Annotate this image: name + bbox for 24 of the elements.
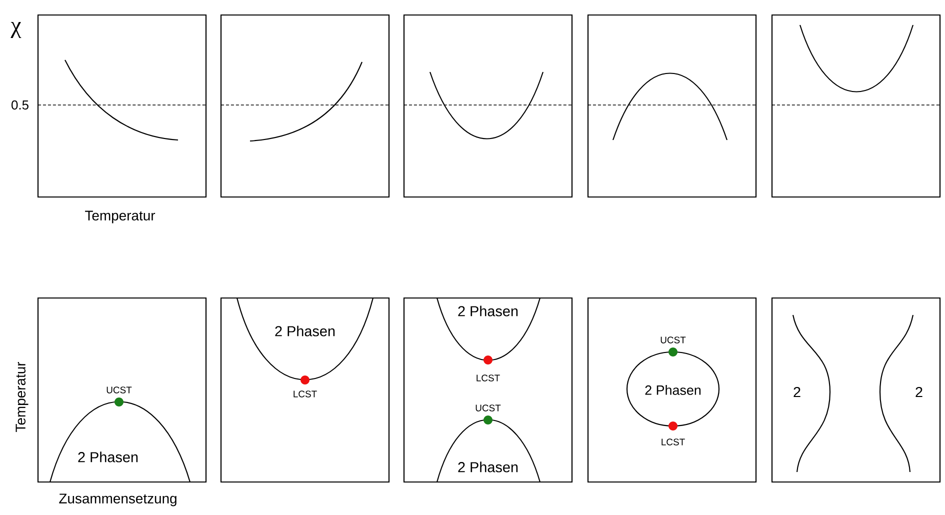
point-label: LCST: [294, 390, 317, 398]
point-label: UCST: [476, 404, 501, 412]
phase-diagram-panel: [220, 297, 390, 483]
region-label: 2: [916, 386, 922, 398]
region-label: 2 Phasen: [458, 462, 518, 472]
axis-label: Temperatur: [85, 210, 156, 224]
region-label: 2 Phasen: [645, 385, 701, 395]
plot-panel: [587, 14, 757, 198]
phase-diagram-panel: [587, 297, 757, 483]
phase-diagram-panel: [771, 297, 941, 483]
region-label: 2 Phasen: [78, 452, 138, 462]
plot-panel: [37, 14, 207, 198]
plot-panel: [220, 14, 390, 198]
point-label: LCST: [662, 438, 685, 446]
plot-panel: [403, 14, 573, 198]
point-label: UCST: [660, 336, 686, 344]
plot-panel: [771, 14, 941, 198]
point-label: UCST: [106, 386, 132, 394]
phase-diagram-panel: [403, 297, 573, 483]
region-label: 2 Phasen: [458, 306, 518, 316]
point-label: LCST: [476, 374, 500, 382]
region-label: 2 Phasen: [275, 326, 335, 336]
phase-diagram-panel: [37, 297, 207, 483]
region-label: 2: [794, 386, 800, 398]
